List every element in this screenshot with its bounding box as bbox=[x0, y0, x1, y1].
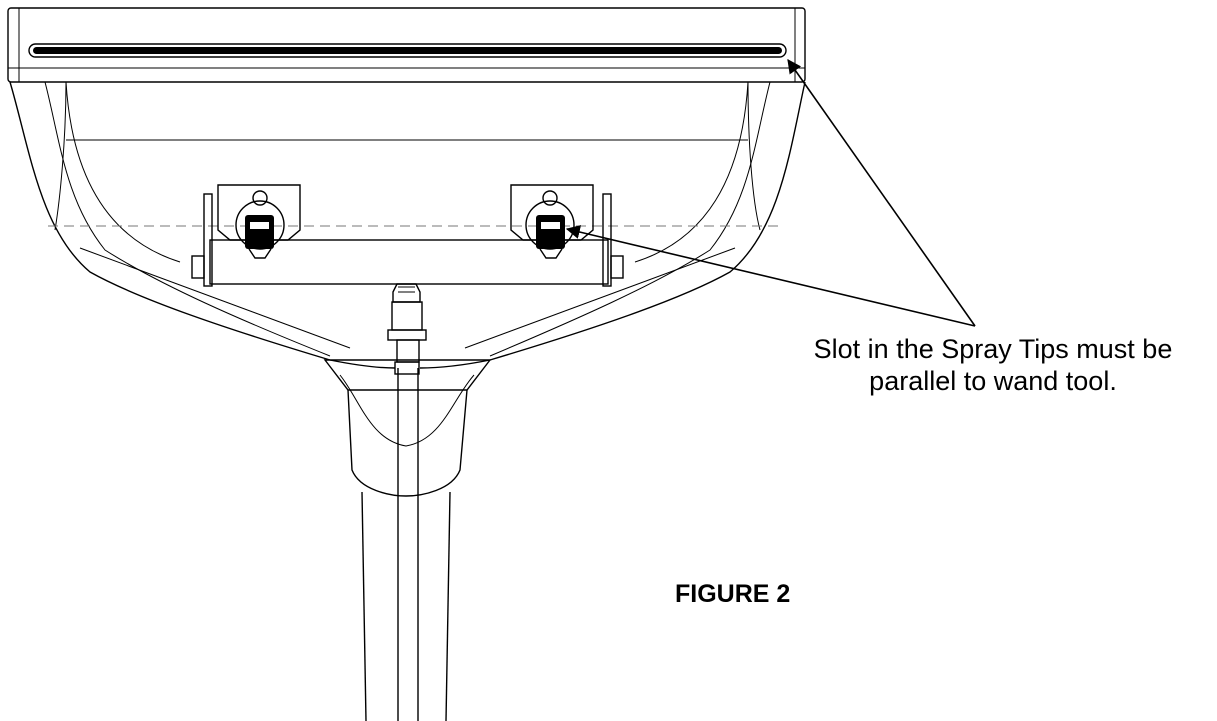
spray-tip-left bbox=[217, 184, 301, 259]
vacuum-slot bbox=[28, 43, 787, 58]
wand-head-bar bbox=[7, 7, 806, 83]
spray-tip-callout: Slot in the Spray Tips must be parallel … bbox=[770, 333, 1216, 397]
callout-line-1: Slot in the Spray Tips must be bbox=[813, 334, 1173, 364]
wand-tube bbox=[361, 368, 451, 721]
wand-shroud bbox=[9, 81, 806, 369]
callout-line-2: parallel to wand tool. bbox=[869, 366, 1117, 396]
wand-neck bbox=[323, 359, 492, 497]
arrow-to-slot bbox=[787, 59, 976, 327]
figure-label: FIGURE 2 bbox=[675, 580, 791, 608]
spray-tip-right bbox=[510, 184, 594, 259]
leader-arrows bbox=[565, 59, 976, 327]
arrow-to-spray-tip bbox=[565, 225, 976, 327]
hose-fitting bbox=[387, 283, 427, 375]
